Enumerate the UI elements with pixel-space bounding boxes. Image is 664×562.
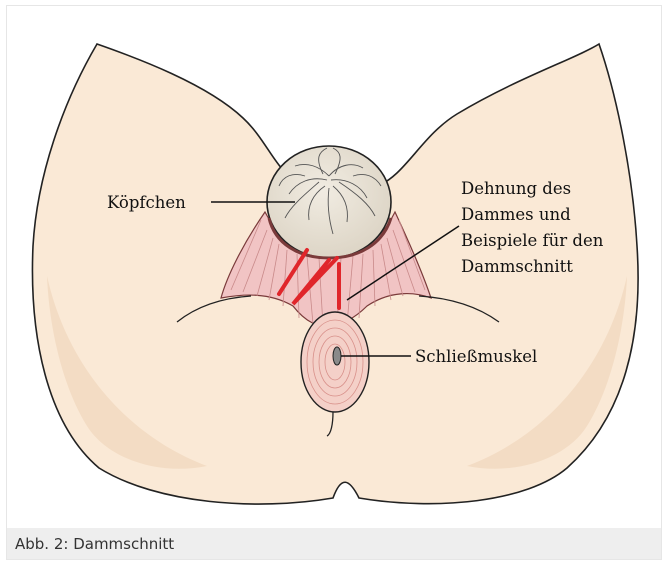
figure-caption: Abb. 2: Dammschnitt <box>7 535 174 553</box>
label-stretch-line-3: Beispiele für den <box>461 231 604 250</box>
perineum-illustration: Köpfchen Dehnung des Dammes und Beispiel… <box>7 6 663 528</box>
label-sphincter: Schließmuskel <box>415 347 537 366</box>
figure-frame: Köpfchen Dehnung des Dammes und Beispiel… <box>6 5 662 560</box>
label-head: Köpfchen <box>107 193 186 212</box>
label-stretch-line-2: Dammes und <box>461 205 571 224</box>
caption-bar: Abb. 2: Dammschnitt <box>7 528 661 559</box>
anal-opening <box>333 347 341 365</box>
label-stretch-line-4: Dammschnitt <box>461 257 573 276</box>
label-stretch-line-1: Dehnung des <box>461 179 571 198</box>
